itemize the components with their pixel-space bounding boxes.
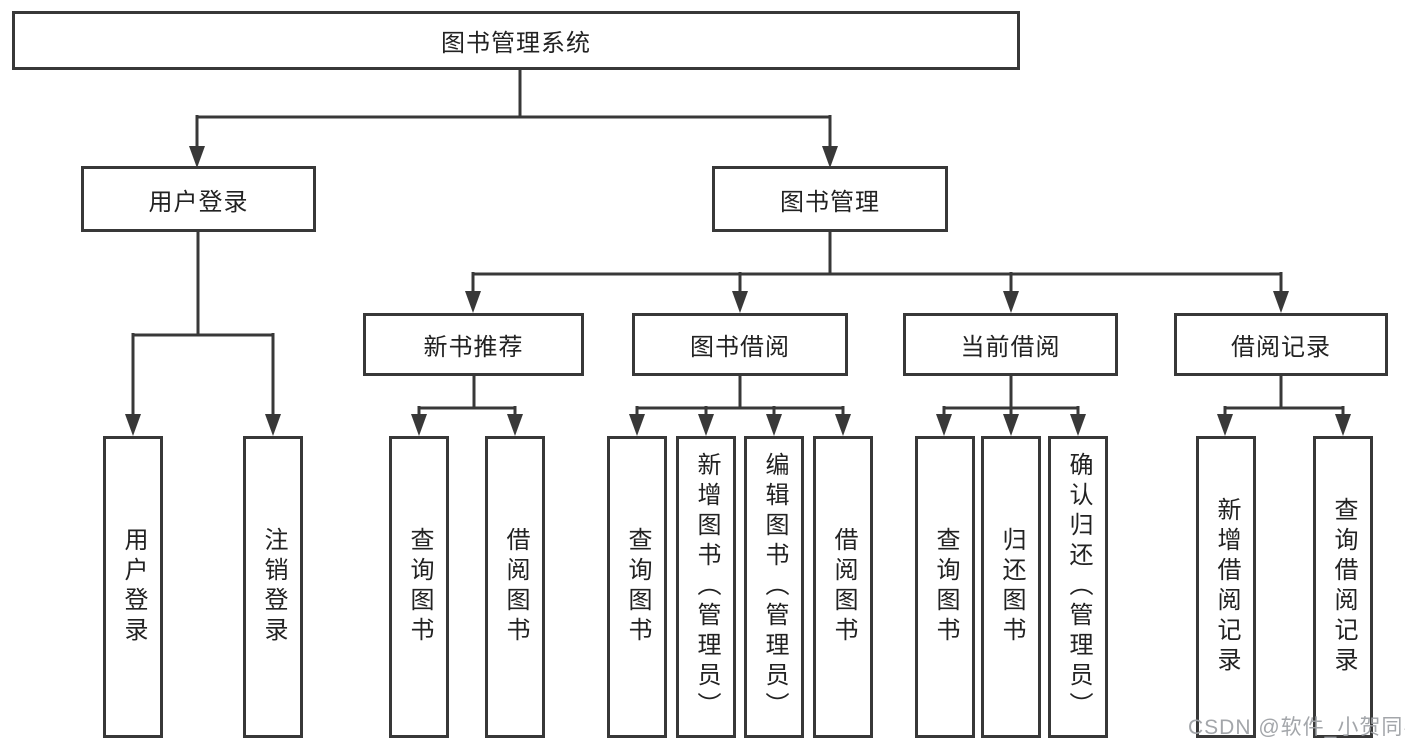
node-library-system: 图书管理系统 (12, 11, 1020, 70)
node-current-borrow: 当前借阅 (903, 313, 1118, 376)
leaf-borrow-books-label: 借阅图书 (830, 527, 857, 647)
leaf-return-books-label: 归还图书 (998, 527, 1025, 647)
leaf-query-books-recommend: 查询图书 (389, 436, 449, 738)
node-user-login: 用户登录 (81, 166, 316, 232)
node-book-borrow: 图书借阅 (632, 313, 848, 376)
leaf-query-books-borrow: 查询图书 (607, 436, 667, 738)
node-borrow-records-label: 借阅记录 (1231, 334, 1331, 361)
node-book-management-label: 图书管理 (780, 188, 880, 216)
leaf-edit-books-admin: 编辑图书（管理员） (744, 436, 804, 738)
leaf-add-borrow-record-label: 新增借阅记录 (1213, 497, 1240, 677)
leaf-add-books-admin: 新增图书（管理员） (676, 436, 736, 738)
node-book-borrow-label: 图书借阅 (690, 334, 790, 361)
leaf-borrow-books-recommend-label: 借阅图书 (502, 527, 529, 647)
node-current-borrow-label: 当前借阅 (960, 334, 1061, 361)
leaf-query-books-recommend-label: 查询图书 (406, 527, 433, 647)
node-new-book-recommend-label: 新书推荐 (423, 334, 524, 361)
leaf-query-books-current-label: 查询图书 (932, 527, 959, 647)
leaf-query-borrow-record: 查询借阅记录 (1313, 436, 1373, 738)
leaf-borrow-books-recommend: 借阅图书 (485, 436, 545, 738)
leaf-logout: 注销登录 (243, 436, 303, 738)
node-library-system-label: 图书管理系统 (441, 30, 591, 57)
leaf-confirm-return-admin: 确认归还（管理员） (1048, 436, 1108, 738)
arrowhead-icons (125, 146, 1351, 436)
leaf-query-books-current: 查询图书 (915, 436, 975, 738)
node-user-login-label: 用户登录 (148, 188, 249, 216)
leaf-confirm-return-admin-label: 确认归还（管理员） (1065, 452, 1092, 722)
leaf-return-books: 归还图书 (981, 436, 1041, 738)
leaf-query-borrow-record-label: 查询借阅记录 (1330, 497, 1357, 677)
node-new-book-recommend: 新书推荐 (363, 313, 584, 376)
leaf-add-books-admin-label: 新增图书（管理员） (693, 452, 720, 722)
leaf-query-books-borrow-label: 查询图书 (624, 527, 651, 647)
leaf-user-login-label: 用户登录 (120, 527, 147, 647)
node-borrow-records: 借阅记录 (1174, 313, 1388, 376)
csdn-watermark: CSDN @软件_小贺同学 (1188, 716, 1405, 739)
leaf-logout-label: 注销登录 (260, 527, 287, 647)
leaf-edit-books-admin-label: 编辑图书（管理员） (761, 452, 788, 722)
leaf-user-login: 用户登录 (103, 436, 163, 738)
leaf-add-borrow-record: 新增借阅记录 (1196, 436, 1256, 738)
node-book-management: 图书管理 (712, 166, 948, 232)
leaf-borrow-books: 借阅图书 (813, 436, 873, 738)
